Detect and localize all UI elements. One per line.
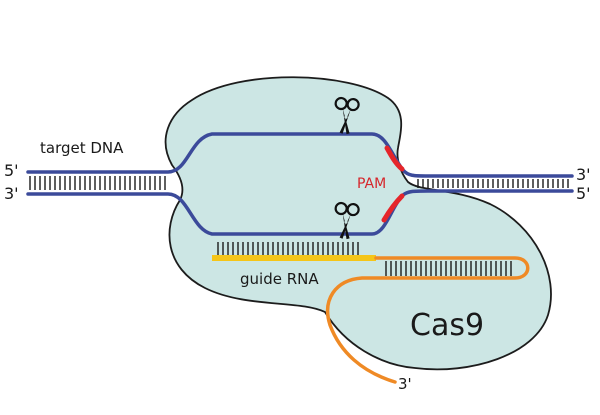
left-bottom-3prime-label: 3' (4, 184, 19, 203)
left-top-5prime-label: 5' (4, 161, 19, 180)
guide-rna-hairpin-pairing (385, 261, 512, 276)
right-duplex-base-pairs (417, 179, 569, 188)
guide-rna-dna-pairing (217, 242, 359, 255)
target-dna-label: target DNA (40, 139, 124, 157)
pam-bottom-segment (381, 193, 405, 223)
pam-label: PAM (357, 176, 386, 192)
right-top-3prime-label: 3' (576, 165, 591, 184)
right-bottom-5prime-label: 5' (576, 184, 591, 203)
cas9-protein-shape (164, 76, 552, 371)
scissors-icon (334, 201, 360, 240)
cas9-label: Cas9 (410, 308, 484, 343)
dna-bottom-strand (26, 189, 574, 236)
pam-top-segment (384, 145, 405, 172)
dna-top-strand (26, 132, 574, 178)
rna-3prime-end-label: 3' (398, 375, 412, 393)
guide-rna-scaffold (325, 256, 530, 384)
left-duplex-base-pairs (29, 176, 166, 190)
scissors-icon (334, 96, 360, 135)
guide-rna-label: guide RNA (240, 270, 319, 288)
